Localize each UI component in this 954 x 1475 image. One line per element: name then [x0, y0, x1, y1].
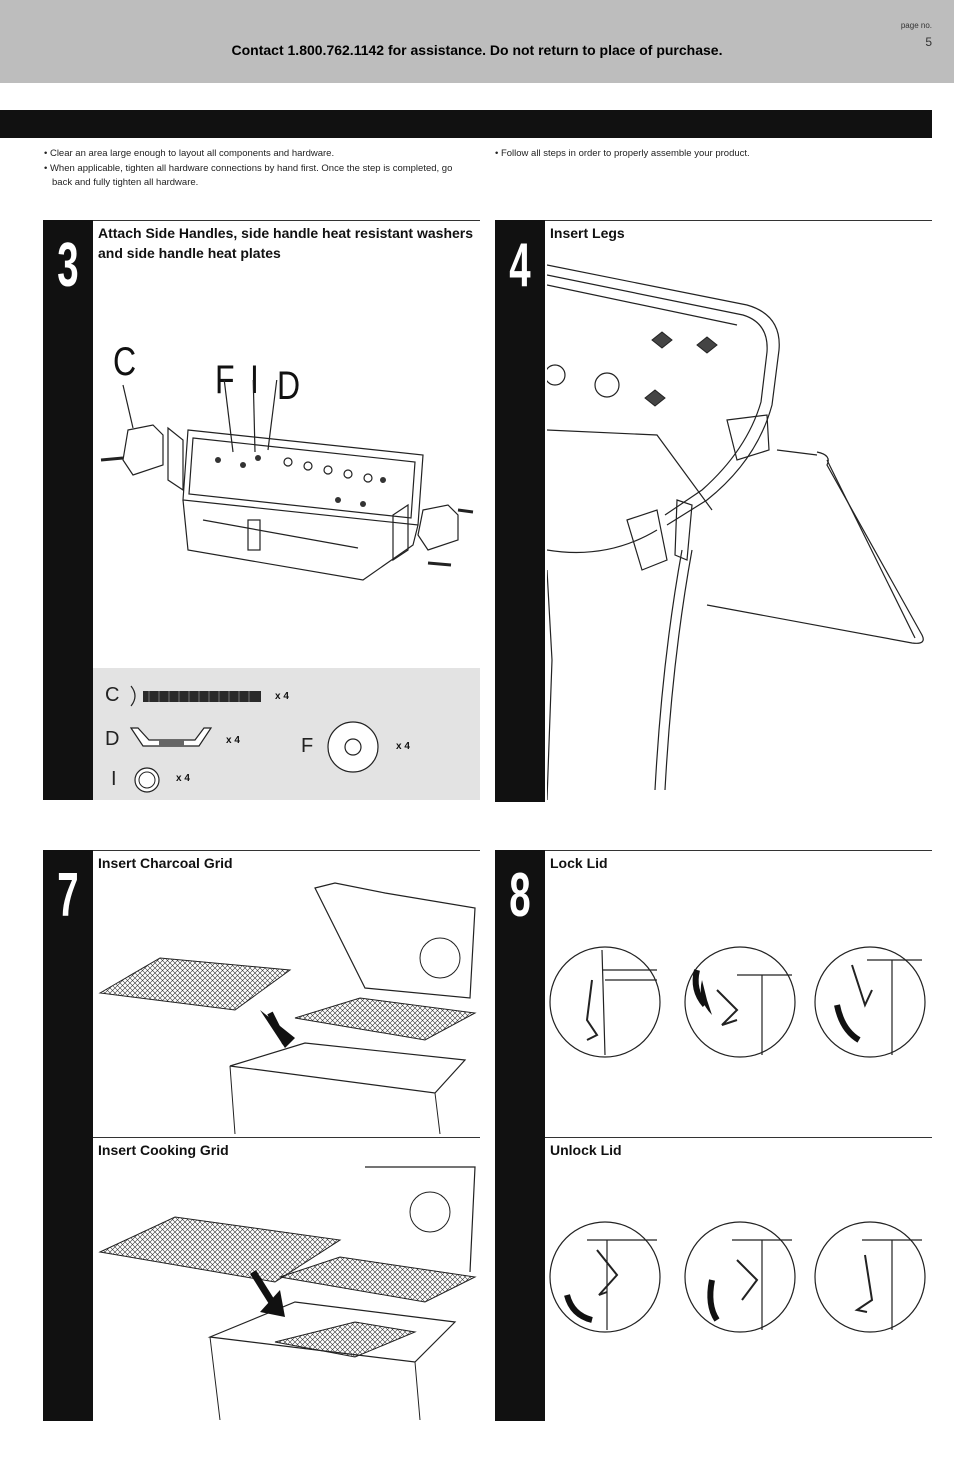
unlock-lid-diagram	[549, 1221, 926, 1333]
heat-plate-icon	[129, 727, 213, 747]
note-item: • Follow all steps in order to properly …	[495, 148, 750, 159]
step-number: 4	[509, 231, 531, 300]
step-title: Lock Lid	[550, 855, 608, 871]
hardware-letter-i: I	[111, 768, 117, 790]
step-number-column: 4	[495, 220, 545, 802]
step-subdivider	[93, 1137, 480, 1138]
step-number-column: 8	[495, 850, 545, 1421]
note-item: • When applicable, tighten all hardware …	[44, 163, 453, 188]
callout-d: D	[277, 364, 301, 408]
step-title: Insert Charcoal Grid	[98, 855, 233, 871]
contact-line: Contact 1.800.762.1142 for assistance. D…	[231, 42, 723, 58]
note-item: • Clear an area large enough to layout a…	[44, 148, 335, 159]
hardware-letter-d: D	[105, 728, 120, 750]
side-handle-diagram	[100, 380, 474, 581]
bolt-icon	[130, 685, 261, 707]
step-subdivider	[545, 1137, 932, 1138]
page-header: Contact 1.800.762.1142 for assistance. D…	[0, 0, 954, 83]
charcoal-grid-diagram	[98, 882, 477, 1134]
notes-right: • Follow all steps in order to properly …	[495, 147, 925, 162]
page-number-label: page no.	[900, 21, 932, 30]
insert-legs-diagram	[547, 264, 924, 800]
step-number-column: 7	[43, 850, 93, 1421]
washer-icon	[327, 721, 379, 773]
hardware-qty-f: x 4	[396, 741, 410, 752]
step-divider	[93, 850, 480, 851]
step-4-panel: 4 Insert Legs	[495, 220, 932, 802]
step-divider	[545, 220, 932, 221]
step-3-panel: 3 Attach Side Handles, side handle heat …	[43, 220, 480, 800]
callout-c: C	[113, 340, 137, 384]
lock-lid-diagram	[549, 946, 926, 1058]
step-title: Insert Legs	[550, 225, 625, 241]
lock-washer-icon	[134, 767, 160, 793]
hardware-letter-f: F	[301, 735, 314, 757]
step-subtitle: Insert Cooking Grid	[98, 1142, 229, 1158]
step-subtitle: Unlock Lid	[550, 1142, 622, 1158]
page-number: 5	[925, 35, 932, 49]
notes-left: • Clear an area large enough to layout a…	[44, 147, 474, 191]
hardware-qty-c: x 4	[275, 691, 289, 702]
step-number: 3	[57, 231, 79, 300]
cooking-grid-diagram	[98, 1166, 477, 1420]
hardware-qty-d: x 4	[226, 735, 240, 746]
step-title: Attach Side Handles, side handle heat re…	[98, 225, 474, 261]
step-8-panel: 8 Lock Lid Unlock Lid	[495, 850, 932, 1421]
step-number: 7	[57, 861, 79, 930]
callout-i: I	[250, 358, 259, 402]
step-number-column: 3	[43, 220, 93, 800]
hardware-box: C x 4 D x 4 F x 4 I x 4	[93, 668, 480, 800]
hardware-letter-c: C	[105, 684, 120, 706]
step-7-panel: 7 Insert Charcoal Grid Insert Cooking Gr…	[43, 850, 480, 1421]
step-number: 8	[509, 861, 531, 930]
section-bar	[0, 110, 932, 138]
step-divider	[93, 220, 480, 221]
hardware-qty-i: x 4	[176, 773, 190, 784]
step-divider	[545, 850, 932, 851]
